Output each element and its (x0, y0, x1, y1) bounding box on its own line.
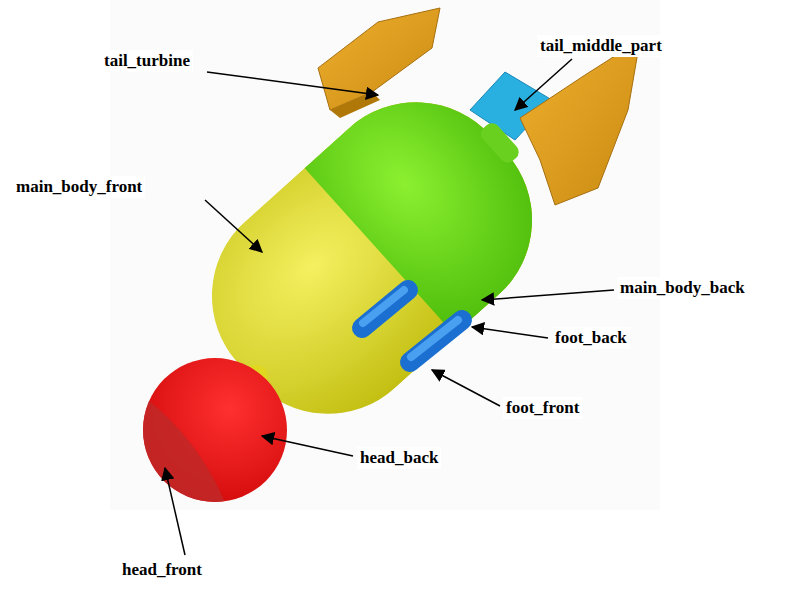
leader-line (262, 436, 353, 456)
image-ground (110, 0, 660, 510)
tail-turbine (318, 8, 440, 110)
part-label: main_body_front (13, 176, 145, 198)
part-label: tail_turbine (101, 50, 193, 72)
foot-highlight (411, 320, 458, 357)
tail-neck (478, 120, 522, 166)
foot-highlight (363, 290, 404, 323)
part-label: main_body_back (617, 277, 748, 299)
leader-line (207, 72, 378, 95)
foot-front (410, 320, 462, 362)
leader-line (472, 327, 548, 338)
leader-lines (165, 59, 614, 555)
part-label: foot_back (552, 327, 630, 349)
leader-line (205, 200, 262, 252)
part-label: head_front (119, 559, 205, 581)
tail-turbine (520, 40, 640, 205)
leader-line (432, 370, 500, 406)
leader-line (165, 468, 185, 555)
leader-line (515, 59, 572, 110)
foot-back (362, 290, 408, 328)
leader-line (482, 290, 614, 300)
part-label: head_back (357, 447, 441, 469)
part-label: foot_front (503, 397, 582, 419)
head-front (120, 380, 232, 520)
part-label: tail_middle_part (537, 35, 665, 57)
